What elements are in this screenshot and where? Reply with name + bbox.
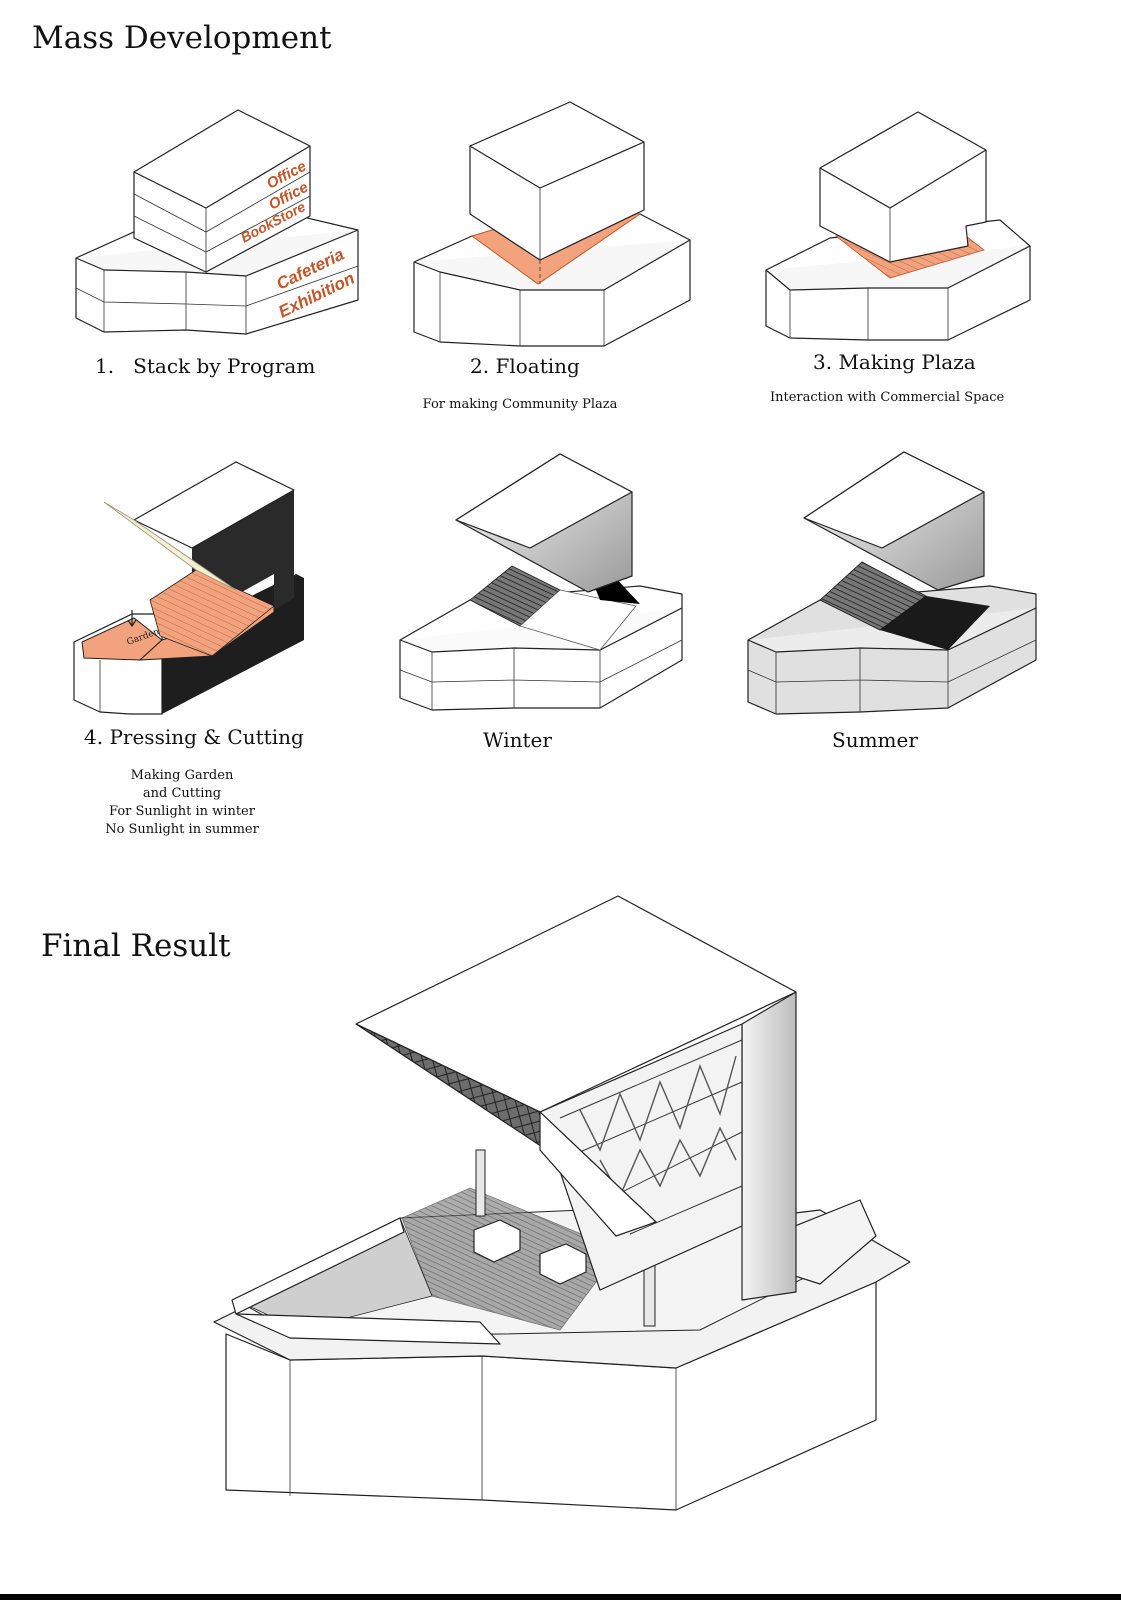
step-4-caption: 4. Pressing & Cutting [84,725,304,749]
summer-study-diagram [747,451,1037,715]
step-4-note-line: Making Garden [130,768,234,783]
step-1-title: Stack by Program [133,354,316,378]
stack-by-program-diagram: Office Office BookStore Cafeteria Exhibi… [75,109,359,335]
step-3-number: 3. [813,350,833,374]
step-1-number: 1. [95,354,115,378]
step-4-note-line: For Sunlight in winter [109,804,255,819]
step-2-note: For making Community Plaza [410,396,630,414]
final-result-axonometric [213,895,911,1511]
step-3-note: Interaction with Commercial Space [770,389,1005,407]
step-2-caption: 2. Floating [470,354,580,378]
step-4-number: 4. [84,725,104,749]
page-bottom-rule [0,1594,1121,1600]
final-result-title: Final Result [41,928,231,964]
step-4-note-line: No Sunlight in summer [105,822,259,837]
pressing-cutting-diagram: Garden [73,461,304,715]
winter-study-diagram [399,453,683,711]
making-plaza-diagram [765,111,1031,341]
step-2-number: 2. [470,354,490,378]
step-4-title: Pressing & Cutting [109,725,304,749]
step-3-note-line: Interaction with Commercial Space [770,390,1005,405]
floating-diagram [413,101,691,347]
step-3-title: Making Plaza [838,350,976,374]
mass-development-title: Mass Development [32,20,332,56]
summer-caption: Summer [832,728,918,752]
step-2-title: Floating [495,354,580,378]
step-4-note-line: and Cutting [142,786,222,801]
step-3-caption: 3. Making Plaza [813,350,976,374]
step-1-caption: 1. Stack by Program [95,354,315,378]
step-4-notes: Making Garden and Cutting For Sunlight i… [92,767,272,839]
step-2-note-line: For making Community Plaza [422,397,618,412]
winter-caption: Winter [483,728,552,752]
